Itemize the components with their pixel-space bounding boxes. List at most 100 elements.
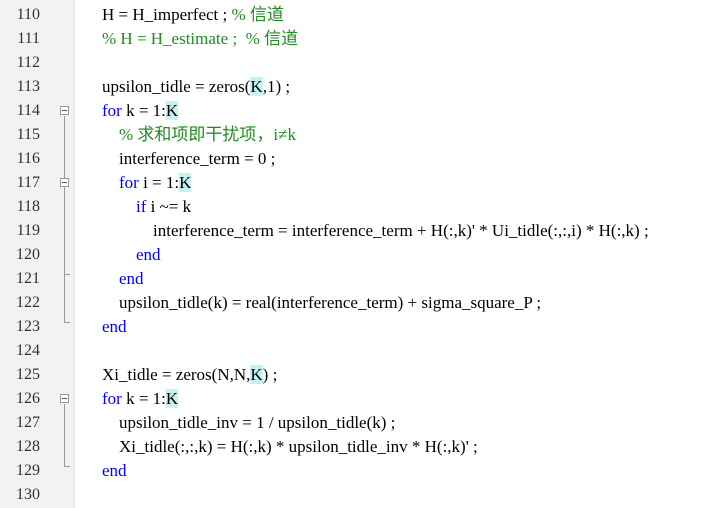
code-line[interactable]: 113 upsilon_tidle = zeros(K,1) ; [0,75,705,99]
keyword-token: end [102,317,127,336]
code-text[interactable]: upsilon_tidle = zeros(K,1) ; [102,75,290,99]
code-line[interactable]: 127 upsilon_tidle_inv = 1 / upsilon_tidl… [0,411,705,435]
fold-range-line [64,404,65,466]
code-text[interactable]: end [102,315,127,339]
code-line[interactable]: 114 for k = 1:K [0,99,705,123]
code-token: upsilon_tidle_inv = 1 / upsilon_tidle(k)… [102,413,396,432]
code-text[interactable]: H = H_imperfect ; % 信道 [102,3,284,27]
keyword-token: for [102,389,122,408]
code-token: upsilon_tidle(k) = real(interference_ter… [102,293,542,312]
code-line[interactable]: 128 Xi_tidle(:,:,k) = H(:,k) * upsilon_t… [0,435,705,459]
code-line[interactable]: 117 for i = 1:K [0,171,705,195]
code-token: ,1) ; [262,77,291,96]
code-token: k = 1: [121,389,166,408]
code-text[interactable]: for k = 1:K [102,387,179,411]
code-token: i = 1: [138,173,180,192]
code-token [102,173,119,192]
comment-token: % 求和项即干扰项，i≠k [119,125,296,144]
code-token [102,125,119,144]
fold-toggle-icon[interactable] [60,178,69,187]
code-line[interactable]: 121 end [0,267,705,291]
keyword-token: end [102,461,127,480]
code-token [102,197,136,216]
code-text[interactable]: interference_term = interference_term + … [102,219,649,243]
code-line[interactable]: 115 % 求和项即干扰项，i≠k [0,123,705,147]
code-token: Xi_tidle(:,:,k) = H(:,k) * upsilon_tidle… [102,437,478,456]
code-line[interactable]: 130 [0,483,705,507]
keyword-token: for [102,101,122,120]
code-text[interactable]: % H = H_estimate ; % 信道 [102,27,298,51]
comment-token: % 信道 [231,5,284,24]
fold-toggle-icon[interactable] [60,106,69,115]
line-number: 116 [16,150,40,167]
code-text[interactable]: Xi_tidle = zeros(N,N,K) ; [102,363,277,387]
highlighted-token: K [179,173,192,192]
code-text[interactable]: end [102,243,161,267]
code-token: interference_term = interference_term + … [102,221,649,240]
code-line[interactable]: 116 interference_term = 0 ; [0,147,705,171]
code-token: Xi_tidle = zeros(N,N, [102,365,251,384]
code-line[interactable]: 124 [0,339,705,363]
code-text[interactable]: for i = 1:K [102,171,192,195]
code-line[interactable]: 111 % H = H_estimate ; % 信道 [0,27,705,51]
code-token: i ~= k [146,197,192,216]
code-line[interactable]: 120 end [0,243,705,267]
line-number: 118 [16,198,40,215]
line-number: 120 [16,246,40,263]
line-number: 124 [16,342,40,359]
code-token: ) ; [262,365,278,384]
keyword-token: if [136,197,147,216]
keyword-token: end [136,245,161,264]
fold-end-marker [64,274,70,275]
fold-toggle-icon[interactable] [60,394,69,403]
line-number: 127 [16,414,40,431]
fold-range-line [64,116,65,322]
code-token [102,245,136,264]
line-number: 110 [16,6,40,23]
line-number: 122 [16,294,40,311]
highlighted-token: K [165,101,179,120]
code-text[interactable]: for k = 1:K [102,99,179,123]
line-number: 114 [16,102,40,119]
comment-token: % H = H_estimate ; % 信道 [102,29,299,48]
line-number: 130 [16,486,40,503]
code-token: k = 1: [121,101,166,120]
keyword-token: end [119,269,144,288]
code-token: interference_term = 0 ; [102,149,276,168]
line-number: 126 [16,390,40,407]
code-line[interactable]: 122 upsilon_tidle(k) = real(interference… [0,291,705,315]
code-text[interactable]: interference_term = 0 ; [102,147,275,171]
highlighted-token: K [250,77,263,96]
code-line[interactable]: 110 H = H_imperfect ; % 信道 [0,3,705,27]
code-line[interactable]: 125 Xi_tidle = zeros(N,N,K) ; [0,363,705,387]
line-number: 111 [17,30,40,47]
line-number-gutter [0,0,75,508]
line-number: 128 [16,438,40,455]
code-line[interactable]: 123 end [0,315,705,339]
line-number: 121 [16,270,40,287]
code-text[interactable]: if i ~= k [102,195,191,219]
line-number: 117 [16,174,40,191]
line-number: 123 [16,318,40,335]
code-text[interactable]: Xi_tidle(:,:,k) = H(:,k) * upsilon_tidle… [102,435,478,459]
line-number: 113 [16,78,40,95]
code-line[interactable]: 126 for k = 1:K [0,387,705,411]
code-line[interactable]: 118 if i ~= k [0,195,705,219]
keyword-token: for [119,173,139,192]
code-line[interactable]: 119 interference_term = interference_ter… [0,219,705,243]
highlighted-token: K [250,365,263,384]
line-number: 115 [16,126,40,143]
code-text[interactable]: upsilon_tidle(k) = real(interference_ter… [102,291,541,315]
code-token: upsilon_tidle = zeros( [102,77,251,96]
code-token [102,269,119,288]
highlighted-token: K [165,389,179,408]
line-number: 119 [16,222,40,239]
code-line[interactable]: 112 [0,51,705,75]
code-text[interactable]: end [102,459,127,483]
code-text[interactable]: % 求和项即干扰项，i≠k [102,123,296,147]
code-text[interactable]: upsilon_tidle_inv = 1 / upsilon_tidle(k)… [102,411,395,435]
line-number: 125 [16,366,40,383]
code-text[interactable]: end [102,267,144,291]
